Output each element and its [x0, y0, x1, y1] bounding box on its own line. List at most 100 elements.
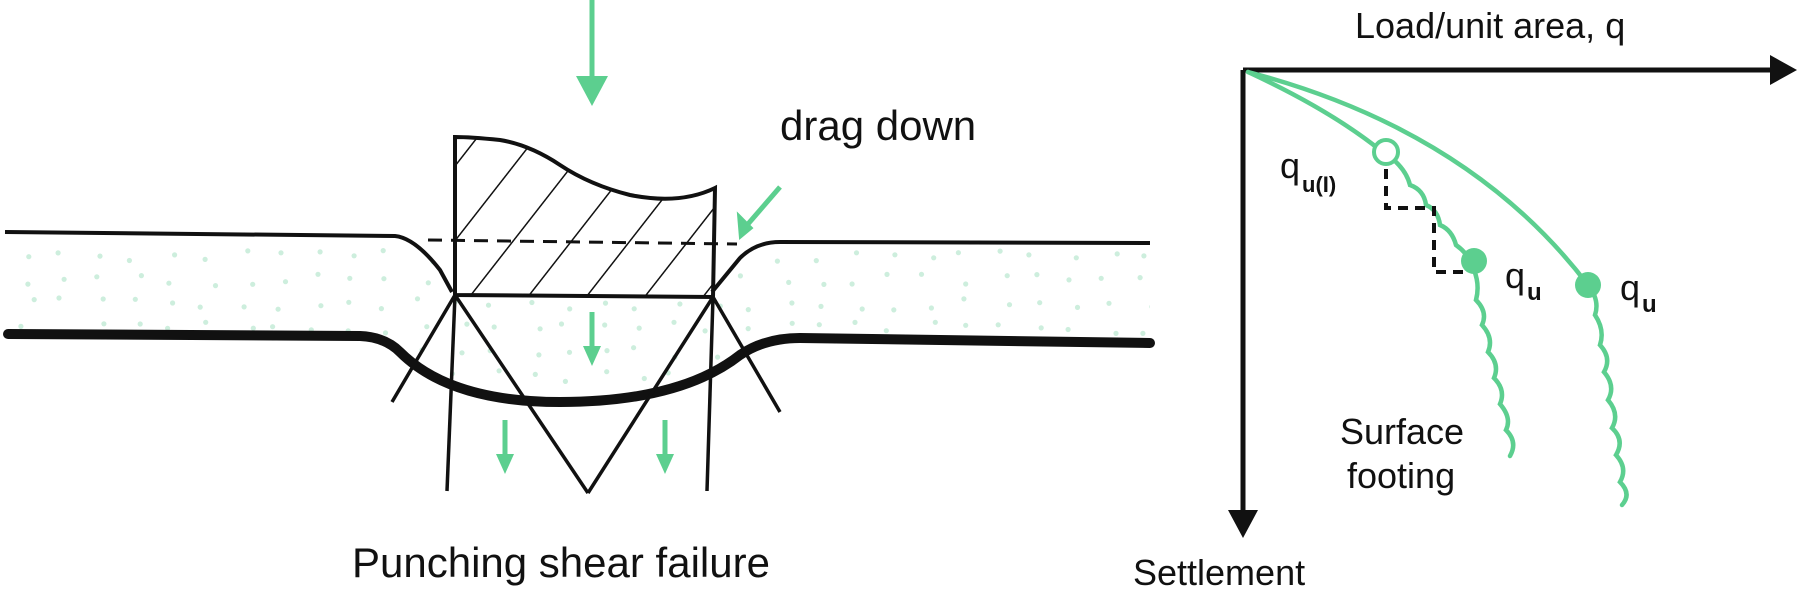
sand-dot [920, 371, 926, 377]
sand-dot [67, 394, 73, 400]
drag-down-label: drag down [780, 102, 976, 149]
sand-dot [197, 304, 203, 310]
sand-dot [883, 328, 889, 334]
label-qu-outer-sub: u [1642, 291, 1657, 318]
sand-dot [1069, 373, 1075, 379]
sand-dot [283, 351, 289, 358]
sand-dot [91, 352, 97, 358]
sand-dot [1074, 304, 1081, 310]
sand-dot [602, 300, 609, 306]
sand-dot [1114, 251, 1120, 257]
sand-dot [315, 271, 321, 277]
y-axis-label: Settlement [1133, 552, 1305, 589]
sand-dot [742, 396, 749, 402]
sand-dot [991, 372, 997, 378]
sand-dot [55, 345, 61, 352]
sand-dot [786, 279, 792, 285]
sand-dot [347, 275, 353, 281]
sand-dot [414, 296, 421, 302]
x-axis-label: Load/unit area, q [1355, 5, 1625, 46]
sand-dot [172, 252, 178, 258]
sand-dot [166, 280, 172, 286]
sand-dot [270, 324, 276, 330]
sand-dot [202, 256, 208, 262]
sand-dot [245, 248, 251, 254]
sand-dot [18, 323, 24, 329]
sand-dot [136, 355, 142, 361]
sand-dot [1034, 272, 1040, 278]
sand-dot [1037, 300, 1043, 306]
sand-dot [813, 258, 819, 264]
sand-dot [462, 395, 468, 401]
sand-dot [278, 250, 284, 256]
green-arrows [496, 0, 782, 474]
sand-dot [959, 399, 965, 405]
sand-dot [1066, 277, 1072, 283]
sand-dot [892, 252, 898, 258]
footing-block [453, 134, 718, 300]
sand-dot [859, 306, 865, 312]
sand-dot [250, 325, 256, 331]
wedge-arrow-center-icon [583, 312, 601, 366]
sand-dot [424, 324, 430, 330]
sand-dot [343, 351, 349, 358]
sand-dot [1139, 376, 1145, 382]
sand-dot [384, 394, 390, 400]
sand-dot [286, 377, 292, 384]
sand-dot [94, 274, 100, 280]
sand-dot [604, 369, 610, 375]
sand-dot [1070, 347, 1076, 353]
sand-dot [968, 350, 974, 356]
load-arrow-icon [576, 0, 608, 106]
sand-dot [1032, 392, 1038, 398]
sand-dot [702, 328, 708, 334]
sand-dot [631, 306, 637, 312]
ground-surface-line [4, 230, 1151, 294]
sand-dot [425, 280, 431, 286]
sand-dot [203, 345, 209, 351]
sand-dot [203, 319, 209, 325]
sand-dot [31, 348, 37, 354]
sand-dot [1113, 330, 1119, 336]
curves [1245, 69, 1629, 508]
sand-dot [282, 279, 289, 285]
sand-dot [1101, 349, 1107, 355]
sand-dot [852, 319, 858, 325]
x-axis-arrowhead-icon [1770, 55, 1797, 85]
sand-dot [346, 299, 352, 305]
label-qu-outer-main: q [1620, 267, 1640, 308]
sand-dot [166, 347, 172, 353]
sand-dot [133, 367, 139, 373]
sand-dot [100, 296, 106, 302]
sand-dot [955, 371, 961, 377]
sand-dot [567, 306, 573, 312]
sand-dot [918, 271, 925, 277]
sand-dot [170, 300, 176, 306]
sand-dot [310, 350, 316, 356]
sand-dot [491, 324, 497, 330]
sand-dot [641, 375, 647, 382]
sand-dot [28, 375, 34, 381]
label-qu-inner: q u [1505, 255, 1542, 306]
sand-dot [163, 397, 169, 403]
sand-dot [558, 321, 565, 327]
point-qu-inner [1461, 248, 1487, 274]
sand-dot [1141, 253, 1147, 259]
sand-dot [250, 281, 256, 287]
sand-dot [356, 379, 362, 385]
sand-dot [378, 306, 384, 312]
drag-down-arrow-icon [736, 185, 782, 240]
sand-dot [738, 370, 744, 376]
shear-failure-lines [390, 294, 782, 494]
sand-dot [100, 396, 106, 402]
sand-dot [1144, 394, 1150, 400]
sand-dot [566, 349, 573, 355]
sand-dot [496, 368, 502, 374]
sand-dot [677, 301, 683, 307]
sand-dot [275, 306, 281, 312]
sand-dot [825, 347, 831, 353]
sand-dot [849, 281, 855, 287]
sand-dot [853, 250, 860, 256]
load-settlement-plot: Load/unit area, q Settlement q u(I) q u … [1133, 5, 1797, 589]
